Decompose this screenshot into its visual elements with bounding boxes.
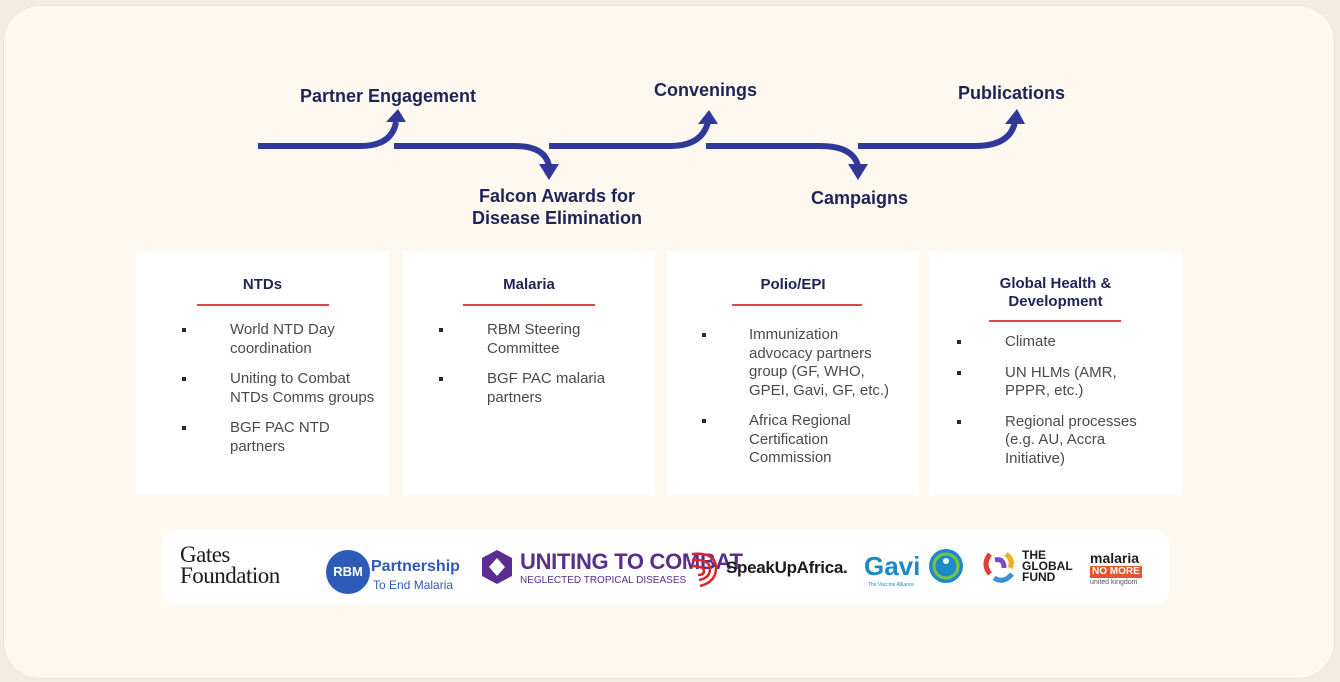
bullet-icon (957, 370, 961, 375)
card-list: RBM Steering Committee BGF PAC malaria p… (439, 321, 639, 419)
bullet-icon (702, 333, 706, 337)
flow-arrow-path (706, 143, 861, 167)
flow-arrow-path (258, 121, 399, 149)
falcon-line-1: Falcon Awards for (478, 186, 636, 206)
list-item: Regional processes (e.g. AU, Accra Initi… (957, 413, 1172, 469)
gates-foundation-logo: Gates Foundation (180, 542, 280, 588)
card-ntds: NTDs World NTD Day coordination Uniting … (136, 251, 389, 495)
arrowhead-up (1005, 109, 1025, 124)
bullet-icon (182, 426, 186, 430)
partner-logos-strip: Gates Foundation RBM Partnership To End … (162, 530, 1169, 605)
card-divider (463, 304, 595, 306)
card-title: NTDs (242, 276, 283, 293)
global-fund-icon (983, 552, 1014, 583)
arrowhead-down (848, 164, 868, 180)
card-divider (989, 320, 1121, 322)
flow-arrow-diagram (258, 109, 1025, 180)
list-item: BGF PAC NTD partners (182, 419, 382, 456)
step-publications: Publications (958, 83, 1066, 103)
arrowhead-up (698, 110, 718, 124)
flow-arrow-path (858, 121, 1018, 149)
bullet-icon (439, 377, 443, 381)
card-title: Global Health & Development (999, 275, 1112, 310)
malaria-no-more-badge: NO MORE (1090, 566, 1142, 578)
step-falcon-awards: Falcon Awards for Disease Elimination (462, 185, 652, 229)
card-malaria: Malaria RBM Steering Committee BGF PAC m… (403, 251, 655, 495)
malaria-no-more-logo: malaria (1090, 550, 1140, 566)
card-global-health: Global Health & Development Climate UN H… (929, 251, 1182, 495)
list-item: World NTD Day coordination (182, 321, 382, 358)
list-item: BGF PAC malaria partners (439, 370, 639, 407)
bullet-icon (957, 419, 961, 424)
card-polio-epi: Polio/EPI Immunization advocacy partners… (667, 251, 919, 495)
list-item: Africa Regional Certification Commission (702, 412, 902, 468)
card-divider (732, 304, 862, 306)
bullet-icon (702, 419, 706, 423)
global-fund-logo: THE GLOBAL FUND (1022, 548, 1073, 584)
bullet-icon (439, 328, 443, 332)
bullet-icon (957, 340, 961, 344)
gavi-globe-icon (929, 549, 963, 583)
arrowhead-up (386, 109, 406, 122)
card-title: Polio/EPI (760, 276, 826, 293)
step-convenings: Convenings (654, 80, 758, 100)
card-list: World NTD Day coordination Uniting to Co… (182, 321, 382, 468)
falcon-line-2: Disease Elimination (471, 208, 643, 228)
rbm-logo-sub: To End Malaria (373, 578, 454, 592)
bullet-icon (182, 328, 186, 332)
list-item: UN HLMs (AMR, PPPR, etc.) (957, 364, 1172, 401)
card-title: Malaria (503, 276, 555, 293)
bullet-icon (182, 377, 186, 381)
gavi-logo: Gavi (864, 551, 921, 581)
flow-arrow-path (394, 143, 552, 167)
uniting-logo-sub: NEGLECTED TROPICAL DISEASES (520, 575, 687, 586)
arrowhead-down (539, 164, 559, 180)
rbm-logo-name: Partnership (371, 558, 460, 575)
rbm-logo-icon: RBM (326, 550, 370, 594)
list-item: RBM Steering Committee (439, 321, 639, 358)
speak-up-africa-logo: SpeakUpAfrica. (726, 558, 848, 577)
list-item: Uniting to Combat NTDs Comms groups (182, 370, 382, 407)
card-list: Climate UN HLMs (AMR, PPPR, etc.) Region… (957, 333, 1172, 480)
card-list: Immunization advocacy partners group (GF… (702, 326, 902, 480)
card-divider (197, 304, 329, 306)
list-item: Climate (957, 333, 1172, 352)
uniting-to-combat-icon (482, 550, 512, 584)
step-partner-engagement: Partner Engagement (300, 86, 477, 106)
speak-up-africa-icon (691, 552, 718, 588)
step-campaigns: Campaigns (811, 188, 909, 208)
gavi-logo-sub: The Vaccine Alliance (868, 582, 915, 588)
malaria-no-more-sub: united kingdom (1090, 579, 1138, 586)
list-item: Immunization advocacy partners group (GF… (702, 326, 902, 400)
flow-arrow-path (549, 121, 711, 149)
